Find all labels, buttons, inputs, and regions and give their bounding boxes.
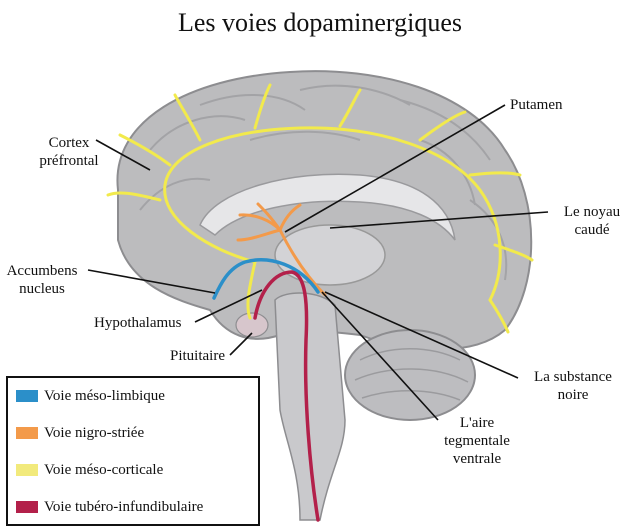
legend-label: Voie méso-corticale [44,461,164,478]
legend-item-nigro-striee: Voie nigro-striée [16,423,144,443]
legend-swatch [16,427,38,439]
label-noyau-caude: Le noyau caudé [552,203,632,239]
label-line: tegmentale [444,433,510,449]
label-hypothalamus: Hypothalamus [94,315,182,331]
legend-swatch [16,464,38,476]
legend-label: Voie nigro-striée [44,424,145,441]
legend-swatch [16,501,38,513]
legend: Voie méso-limbique Voie nigro-striée Voi… [6,376,260,526]
label-substance-noire: La substance noire [518,368,628,404]
brainstem [274,292,346,521]
cerebellum [344,329,476,421]
meso-cortical-pathway [106,83,534,334]
label-accumbens-nucleus: Accumbens nucleus [2,262,82,298]
label-putamen: Putamen [510,97,563,113]
tubero-infundibular-pathway [253,270,320,522]
legend-item-meso-limbique: Voie méso-limbique [16,386,165,406]
label-line: préfrontal [39,153,99,169]
label-line: nucleus [19,281,65,297]
label-line: Le noyau [563,204,621,220]
label-line: ventrale [452,451,502,467]
label-line: noire [557,387,589,403]
label-line: caudé [574,222,610,238]
label-aire-tegmentale-ventrale: L'aire tegmentale ventrale [422,414,532,468]
pituitary-gland [235,312,269,338]
legend-item-tubero-infundibulaire: Voie tubéro-infundibulaire [16,497,203,517]
diagram-title: Les voies dopaminergiques [177,8,463,37]
meso-limbic-pathway [212,258,320,300]
label-line: Accumbens [6,263,78,279]
label-line: La substance [534,369,612,385]
label-cortex-prefrontal: Cortex préfrontal [34,134,104,170]
thalamus [274,224,386,286]
label-line: L'aire [459,415,495,431]
gyri-lines [139,84,508,281]
legend-label: Voie tubéro-infundibulaire [44,498,204,515]
legend-item-meso-corticale: Voie méso-corticale [16,460,163,480]
legend-swatch [16,390,38,402]
label-pituitaire: Pituitaire [170,348,225,364]
label-line: Cortex [48,135,90,151]
nigro-striatal-pathway [236,202,327,297]
legend-label: Voie méso-limbique [44,387,165,404]
leader-lines [87,104,549,421]
corpus-callosum [199,173,456,241]
